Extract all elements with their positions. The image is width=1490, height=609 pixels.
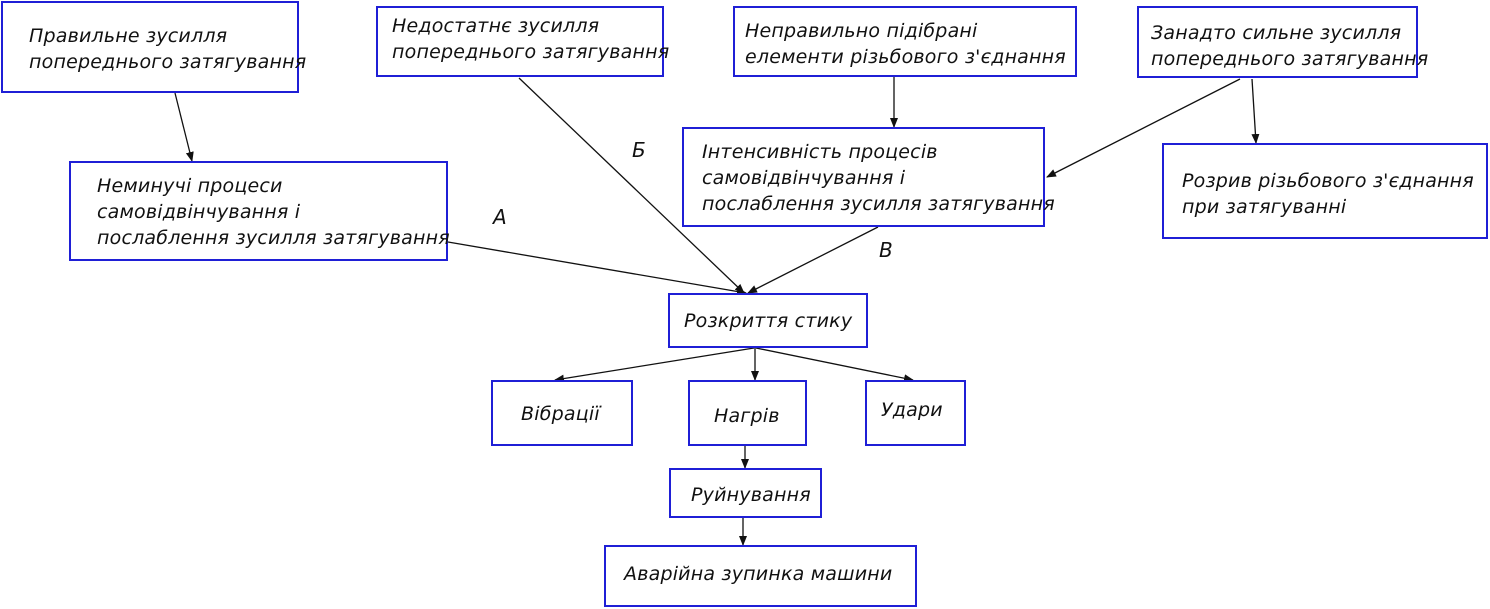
node-vibrations: Вібрації	[491, 380, 633, 446]
node-emergency-stop: Аварійна зупинка машини	[604, 545, 917, 607]
arrow-correct-to-inevitable	[174, 92, 194, 162]
node-insufficient-tightening: Недостатнє зусилля попереднього затягува…	[376, 6, 669, 77]
arrow-too-strong-to-intensity	[1046, 78, 1241, 178]
node-heating: Нагрів	[688, 380, 807, 446]
node-intensity-processes: Інтенсивність процесів самовідвінчування…	[682, 127, 1055, 227]
node-too-strong-tightening: Занадто сильне зусилля попереднього затя…	[1137, 6, 1428, 78]
node-destruction: Руйнування	[669, 468, 822, 518]
edge-label-v: В	[879, 238, 893, 262]
arrow-opening-to-vibrations	[554, 347, 755, 383]
node-wrong-elements-label: Неправильно підібрані елементи різьбовог…	[745, 20, 1066, 68]
node-joint-opening: Розкриття стику	[668, 293, 868, 348]
node-thread-rupture-label: Розрив різьбового з'єднання при затягува…	[1182, 170, 1474, 218]
node-correct-tightening-label: Правильне зусилля попереднього затягуван…	[29, 25, 307, 73]
node-too-strong-tightening-label: Занадто сильне зусилля попереднього затя…	[1151, 22, 1429, 70]
node-joint-opening-label: Розкриття стику	[684, 310, 853, 332]
node-intensity-processes-label: Інтенсивність процесів самовідвінчування…	[702, 141, 1055, 215]
arrow-opening-to-impacts	[755, 347, 914, 383]
node-destruction-label: Руйнування	[691, 484, 811, 506]
node-inevitable-processes-label: Неминучі процеси самовідвінчування і пос…	[97, 175, 450, 249]
node-impacts-label: Удари	[881, 399, 943, 421]
node-insufficient-tightening-label: Недостатнє зусилля попереднього затягува…	[392, 15, 670, 63]
arrow-v-intensity-to-opening	[747, 226, 879, 294]
node-vibrations-label: Вібрації	[521, 403, 600, 425]
node-wrong-elements: Неправильно підібрані елементи різьбовог…	[733, 6, 1077, 77]
edge-label-b: Б	[632, 138, 646, 162]
node-inevitable-processes: Неминучі процеси самовідвінчування і пос…	[69, 161, 450, 261]
edge-label-a: А	[493, 205, 507, 229]
arrow-a-inevitable-to-opening	[447, 241, 747, 296]
node-thread-rupture: Розрив різьбового з'єднання при затягува…	[1162, 143, 1488, 239]
node-impacts: Удари	[865, 380, 966, 446]
node-correct-tightening: Правильне зусилля попереднього затягуван…	[1, 1, 306, 93]
arrow-too-strong-to-rupture	[1251, 78, 1260, 144]
node-emergency-stop-label: Аварійна зупинка машини	[624, 563, 893, 585]
node-heating-label: Нагрів	[714, 405, 780, 427]
arrow-b-insufficient-to-opening	[518, 77, 745, 294]
